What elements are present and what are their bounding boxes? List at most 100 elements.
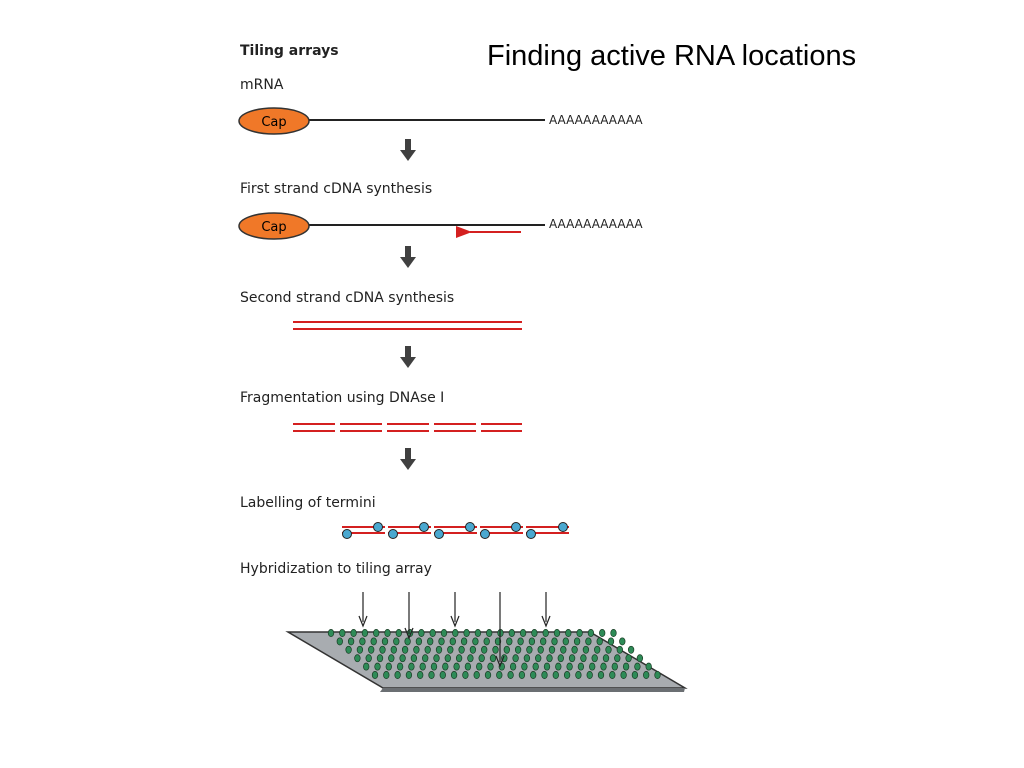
probe-spot (327, 629, 335, 637)
probe-spot (354, 654, 361, 663)
probe-spot (464, 662, 472, 671)
probe-spot (541, 671, 548, 679)
probe-spot (417, 671, 424, 679)
probe-spot (430, 662, 438, 671)
probe-spot (582, 645, 590, 654)
probe-spot (483, 637, 490, 646)
probe-spot (585, 637, 592, 646)
probe-spot (453, 662, 460, 671)
probe-spot (455, 654, 463, 663)
probe-spot (345, 645, 352, 654)
probe-spot (339, 629, 346, 637)
probe-spot (460, 637, 468, 646)
probe-spot (571, 645, 578, 654)
probe-spot (609, 671, 616, 679)
step-label-hybridization: Hybridization to tiling array (240, 561, 432, 577)
probe-spot (602, 654, 610, 663)
probe-spot (469, 645, 477, 654)
probe-spot (385, 662, 392, 671)
probe-spot (467, 654, 474, 663)
probe-spot (568, 654, 576, 663)
probe-spot (523, 654, 531, 663)
probe-spot (486, 629, 493, 637)
process-arrow-icon (400, 246, 416, 268)
probe-spot (489, 654, 497, 663)
cap-ellipse (238, 107, 310, 135)
probe-spot (462, 671, 469, 679)
probe-spot (481, 645, 488, 654)
probe-spot (616, 645, 623, 654)
probe-spot (435, 645, 443, 654)
probe-spot (496, 671, 503, 679)
probe-spot (528, 637, 536, 646)
probe-spot (597, 671, 605, 679)
probe-spot (452, 629, 459, 637)
probe-spot (551, 637, 558, 646)
probe-spot (599, 629, 606, 637)
poly-a-tail: AAAAAAAAAAA (549, 217, 643, 231)
probe-spot (418, 629, 425, 637)
probe-spot (577, 662, 585, 671)
probe-spot (543, 662, 551, 671)
probe-spot (492, 645, 499, 654)
probe-spot (654, 671, 661, 679)
probe-spot (622, 662, 630, 671)
probe-spot (576, 629, 583, 637)
probe-spot (347, 637, 355, 646)
probe-spot (371, 671, 379, 679)
probe-spot (503, 645, 510, 654)
probe-spot (419, 662, 426, 671)
probe-spot (589, 662, 596, 671)
probe-spot (566, 662, 573, 671)
probe-spot (596, 637, 603, 646)
tiling-array-slide (285, 629, 688, 692)
probe-spot (562, 637, 569, 646)
probe-spot (427, 637, 434, 646)
probe-spot (643, 671, 650, 679)
slide-title: Finding active RNA locations (487, 40, 857, 72)
probe-spot (356, 645, 364, 654)
probe-spot (408, 662, 415, 671)
probe-spot (619, 637, 626, 646)
probe-spot (336, 637, 343, 646)
probe-spot (442, 662, 449, 671)
probe-spot (542, 629, 549, 637)
probe-spot (396, 662, 404, 671)
probe-spot (614, 654, 621, 663)
cap-label: Cap (261, 115, 286, 130)
probe-spot (526, 645, 533, 654)
probe-spot (395, 629, 402, 637)
probe-spot (429, 629, 436, 637)
probe-spot (565, 629, 572, 637)
probe-spot (439, 671, 446, 679)
first-strand-molecule: Cap AAAAAAAAAAA (238, 212, 643, 240)
probe-spot (444, 654, 451, 663)
labelled-fragments (342, 522, 569, 539)
probe-spot (401, 645, 409, 654)
probe-spot (580, 654, 587, 663)
probe-spot (508, 629, 515, 637)
probe-spot (404, 637, 411, 646)
probe-spot (518, 671, 526, 679)
step-label-labelling: Labelling of termini (240, 495, 376, 511)
probe-spot (370, 637, 377, 646)
probe-spot (587, 629, 595, 637)
probe-spot (620, 671, 627, 679)
probe-spot (363, 662, 370, 671)
probe-spot (390, 645, 397, 654)
probe-spot (507, 671, 514, 679)
probe-spot (552, 671, 559, 679)
probe-spot (413, 645, 420, 654)
probe-spot (631, 671, 639, 679)
probe-spot (368, 645, 375, 654)
probe-spot (376, 654, 384, 663)
probe-spot (415, 637, 423, 646)
probe-spot (350, 629, 357, 637)
probe-spot (509, 662, 517, 671)
step-label-first-strand: First strand cDNA synthesis (240, 181, 433, 197)
probe-spot (422, 654, 429, 663)
probe-spot (478, 654, 485, 663)
probe-spot (384, 629, 391, 637)
probe-spot (519, 629, 527, 637)
